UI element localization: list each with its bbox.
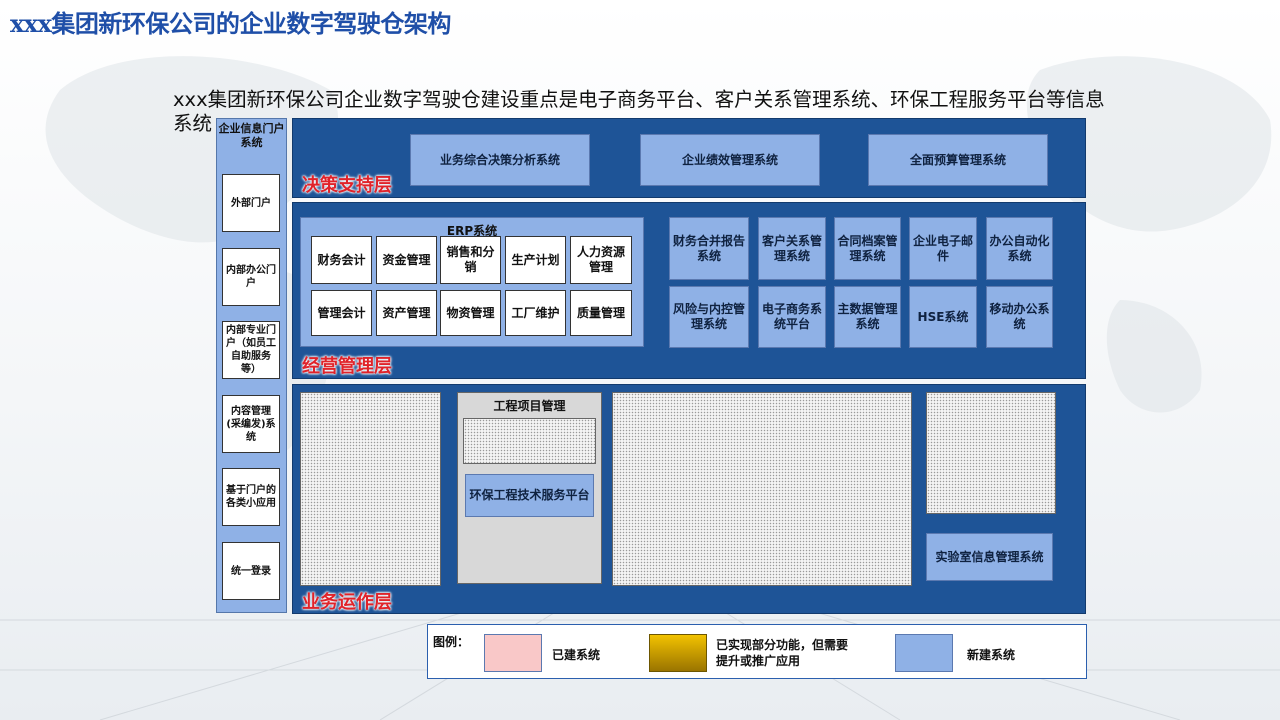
project-management-title: 工程项目管理 <box>493 399 566 413</box>
portal-item-mini-apps: 基于门户的各类小应用 <box>222 468 280 526</box>
portal-item-internal-office: 内部办公门户 <box>222 248 280 306</box>
legend-label: 图例： <box>433 635 470 649</box>
ops-system: 办公自动化系统 <box>986 217 1053 280</box>
decision-system-budget: 全面预算管理系统 <box>868 134 1048 186</box>
page-subtitle: xxx集团新环保公司企业数字驾驶仓建设重点是电子商务平台、客户关系管理系统、环保… <box>173 88 1105 135</box>
decision-system-analysis: 业务综合决策分析系统 <box>410 134 590 186</box>
portal-item-external: 外部门户 <box>222 174 280 232</box>
business-layer-label: 业务运作层 <box>302 592 392 613</box>
ops-system: 合同档案管理系统 <box>834 217 901 280</box>
erp-title: ERP系统 <box>446 224 498 238</box>
ops-system: 电子商务系统平台 <box>758 286 826 348</box>
ops-system: 财务合并报告系统 <box>669 217 749 280</box>
legend-text-partial: 已实现部分功能，但需要提升或推广应用 <box>716 638 849 668</box>
ops-system: 客户关系管理系统 <box>758 217 826 280</box>
legend-text-new: 新建系统 <box>967 648 1016 662</box>
portal-item-internal-professional: 内部专业门户（如员工自助服务等） <box>222 321 280 379</box>
ops-system: 风险与内控管理系统 <box>669 286 749 348</box>
erp-module: 生产计划 <box>505 236 566 284</box>
lab-info-system: 实验室信息管理系统 <box>926 533 1053 581</box>
ops-system: 主数据管理系统 <box>834 286 901 348</box>
erp-module: 人力资源管理 <box>570 236 632 284</box>
ops-system: 企业电子邮件 <box>909 217 977 280</box>
legend-swatch-new <box>895 634 953 672</box>
business-placeholder-block <box>612 392 912 586</box>
erp-module: 销售和分销 <box>440 236 501 284</box>
project-placeholder-block <box>463 418 596 464</box>
erp-module: 资产管理 <box>376 290 437 336</box>
legend-text-built: 已建系统 <box>552 648 601 662</box>
ops-system: HSE系统 <box>909 286 977 348</box>
portal-title: 企业信息门户系统 <box>218 122 285 149</box>
legend-swatch-partial <box>649 634 707 672</box>
erp-module: 管理会计 <box>311 290 372 336</box>
business-placeholder-block <box>300 392 441 586</box>
ops-system: 移动办公系统 <box>986 286 1053 348</box>
erp-module: 资金管理 <box>376 236 437 284</box>
portal-item-content-management: 内容管理(采编发)系统 <box>222 395 280 453</box>
erp-module: 工厂维护 <box>505 290 566 336</box>
legend-swatch-built <box>484 634 542 672</box>
portal-item-single-sign-on: 统一登录 <box>222 542 280 600</box>
operations-layer-label: 经营管理层 <box>302 356 392 377</box>
decision-system-performance: 企业绩效管理系统 <box>640 134 820 186</box>
business-placeholder-block <box>926 392 1056 514</box>
erp-module: 质量管理 <box>570 290 632 336</box>
page-title: xxx集团新环保公司的企业数字驾驶仓架构 <box>10 9 451 38</box>
env-engineering-platform: 环保工程技术服务平台 <box>465 474 594 517</box>
decision-layer-label: 决策支持层 <box>302 175 392 196</box>
erp-module: 物资管理 <box>440 290 501 336</box>
erp-module: 财务会计 <box>311 236 372 284</box>
